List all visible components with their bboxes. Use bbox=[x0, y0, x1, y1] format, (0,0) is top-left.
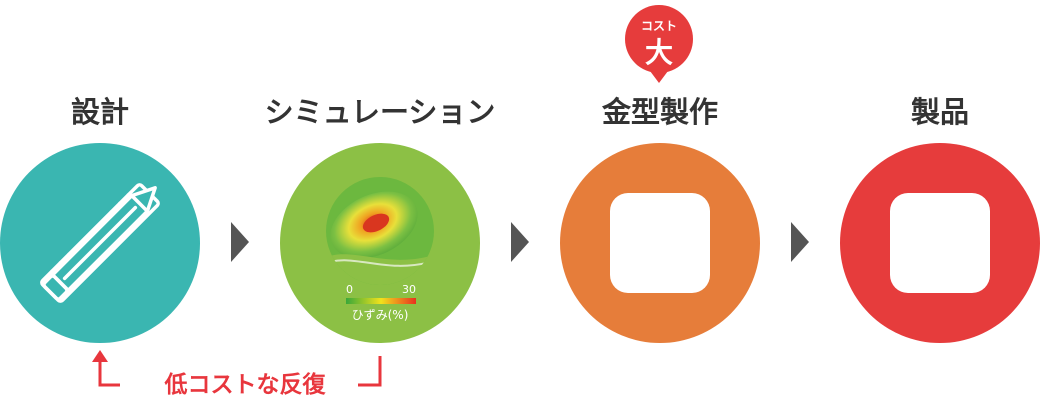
stage-title-design: 設計 bbox=[70, 95, 129, 129]
scale-max: 30 bbox=[402, 283, 416, 296]
strain-heatmap bbox=[326, 177, 434, 285]
cost-badge-big-text: 大 bbox=[644, 36, 673, 69]
scale-gradient-bar bbox=[346, 298, 416, 304]
stage-title-product: 製品 bbox=[910, 95, 969, 129]
cost-badge: コスト 大 bbox=[621, 5, 697, 85]
square-icon bbox=[610, 193, 710, 293]
scale-label: ひずみ(%) bbox=[351, 308, 409, 322]
flow-arrow-3 bbox=[791, 222, 809, 262]
cost-badge-small-text: コスト bbox=[640, 19, 677, 33]
loop-label: 低コストな反復 bbox=[164, 372, 326, 398]
loop-arrowhead-icon bbox=[92, 350, 108, 362]
ruler-pencil-icon bbox=[40, 183, 160, 303]
cost-pin-icon bbox=[625, 5, 693, 83]
flow-arrow-1 bbox=[231, 222, 249, 262]
stage-title-mold: 金型製作 bbox=[601, 95, 718, 129]
stage-title-simulation: シミュレーション bbox=[264, 95, 496, 129]
flow-arrow-2 bbox=[511, 222, 529, 262]
mold-circle bbox=[560, 143, 760, 343]
product-circle bbox=[840, 143, 1040, 343]
design-circle bbox=[0, 143, 200, 343]
simulation-circle: 0 30 ひずみ(%) bbox=[280, 143, 480, 343]
scale-min: 0 bbox=[346, 283, 353, 296]
square-icon bbox=[890, 193, 990, 293]
loop-bracket bbox=[92, 350, 382, 387]
